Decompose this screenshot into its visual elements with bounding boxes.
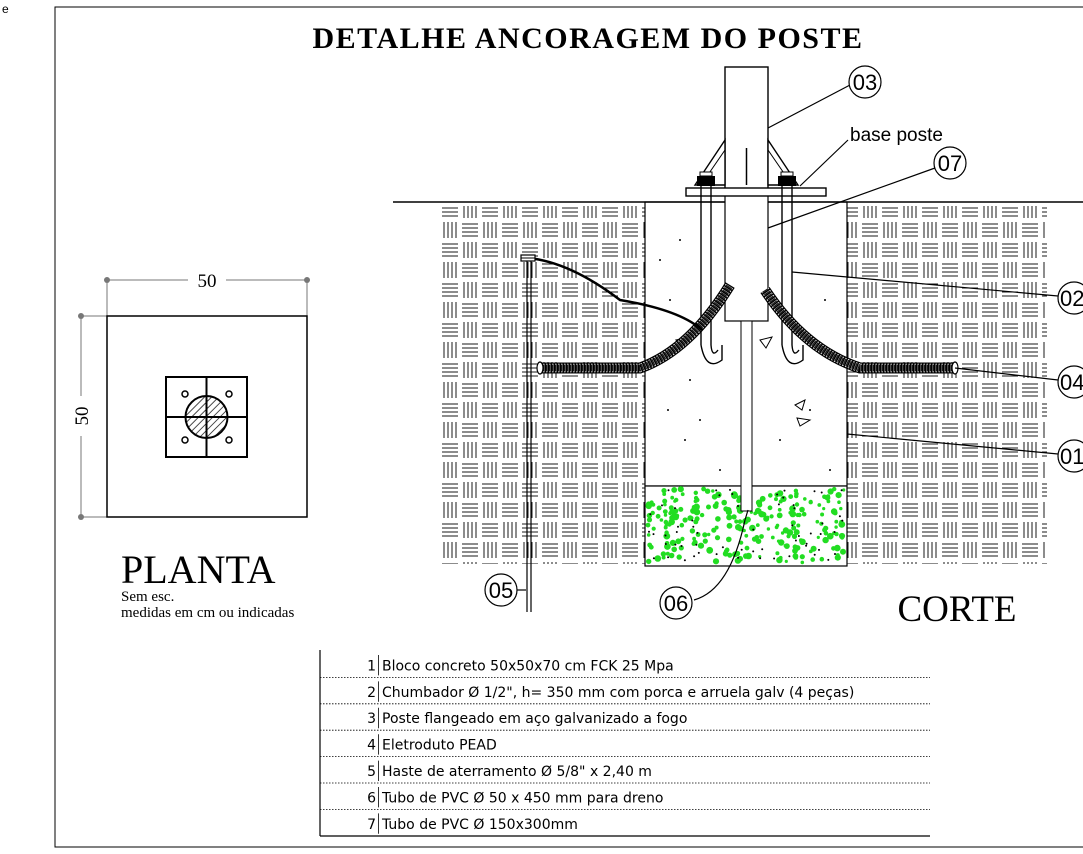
plan-note-units: medidas em cm ou indicadas	[121, 605, 294, 621]
legend-row-number: 3	[367, 711, 376, 727]
callout-01-label: 01	[1060, 444, 1083, 469]
plan-dim-vertical: 50	[72, 407, 93, 426]
legend-row-number: 4	[367, 738, 376, 754]
callout-07: 07	[933, 146, 967, 180]
soil-right	[847, 206, 1047, 564]
soil-left	[442, 206, 645, 564]
plan-dim-horizontal: 50	[198, 271, 217, 292]
plan-bolt-hole	[225, 390, 233, 398]
base-plate	[685, 187, 827, 197]
legend-row-number: 1	[367, 658, 376, 674]
plan-pole-section	[184, 395, 229, 439]
sheet-border	[54, 6, 1083, 848]
pvc-tube-150	[724, 194, 769, 322]
concrete-speckles	[659, 239, 831, 471]
nut-left	[697, 176, 715, 186]
section-view: 03 base poste 07 02 04 01 05 06 CORTE	[393, 65, 1083, 630]
callout-06-label: 06	[664, 591, 688, 616]
callout-05-label: 05	[489, 578, 513, 603]
aggregate-mark	[796, 417, 812, 427]
callout-05: 05	[484, 573, 518, 607]
legend-row-number: 6	[367, 790, 376, 806]
callout-06: 06	[659, 586, 693, 620]
legend-row-text: Tubo de PVC Ø 150x300mm	[381, 817, 578, 833]
legend-row-text: Tubo de PVC Ø 50 x 450 mm para dreno	[381, 790, 663, 806]
drawing-title: DETALHE ANCORAGEM DO POSTE	[312, 22, 863, 55]
callout-02-label: 02	[1060, 286, 1083, 311]
aggregate-mark	[759, 336, 773, 349]
corner-tag: e	[2, 2, 9, 16]
callout-04: 04	[1057, 365, 1083, 399]
legend-row-number: 5	[367, 764, 376, 780]
callout-03: 03	[848, 65, 882, 99]
ground-cable	[527, 256, 703, 331]
plan-bolt-hole	[225, 436, 233, 444]
legend-row-text: Chumbador Ø 1/2", h= 350 mm com porca e …	[382, 685, 854, 701]
plan-note-scale: Sem esc.	[121, 589, 174, 605]
gravel-dots	[645, 486, 846, 565]
plan-bolt-hole	[181, 436, 189, 444]
plan-bolt-hole	[181, 390, 189, 398]
plan-heading: PLANTA	[121, 547, 276, 592]
section-heading: CORTE	[897, 589, 1016, 630]
legend-row-text: Eletroduto PEAD	[382, 738, 497, 754]
legend-row-number: 7	[367, 817, 376, 833]
legend-row-number: 2	[367, 685, 376, 701]
legend-row-text: Poste flangeado em aço galvanizado a fog…	[382, 711, 687, 727]
callout-03-label: 03	[853, 70, 877, 95]
callout-04-label: 04	[1060, 370, 1083, 395]
plan-view: 50 50 PLANTA Sem esc. medidas em cm ou i…	[71, 270, 310, 621]
base-poste-label: base poste	[850, 125, 943, 146]
callout-01: 01	[1057, 439, 1083, 473]
nut-right	[778, 176, 796, 186]
leader-lines	[516, 84, 1059, 601]
aggregate-mark	[794, 399, 806, 411]
callout-02: 02	[1057, 281, 1083, 315]
legend-row-text: Haste de aterramento Ø 5/8" x 2,40 m	[382, 764, 652, 780]
callout-07-label: 07	[938, 151, 962, 176]
pvc-drain-tube	[740, 320, 753, 512]
legend-row-text: Bloco concreto 50x50x70 cm FCK 25 Mpa	[382, 658, 674, 674]
